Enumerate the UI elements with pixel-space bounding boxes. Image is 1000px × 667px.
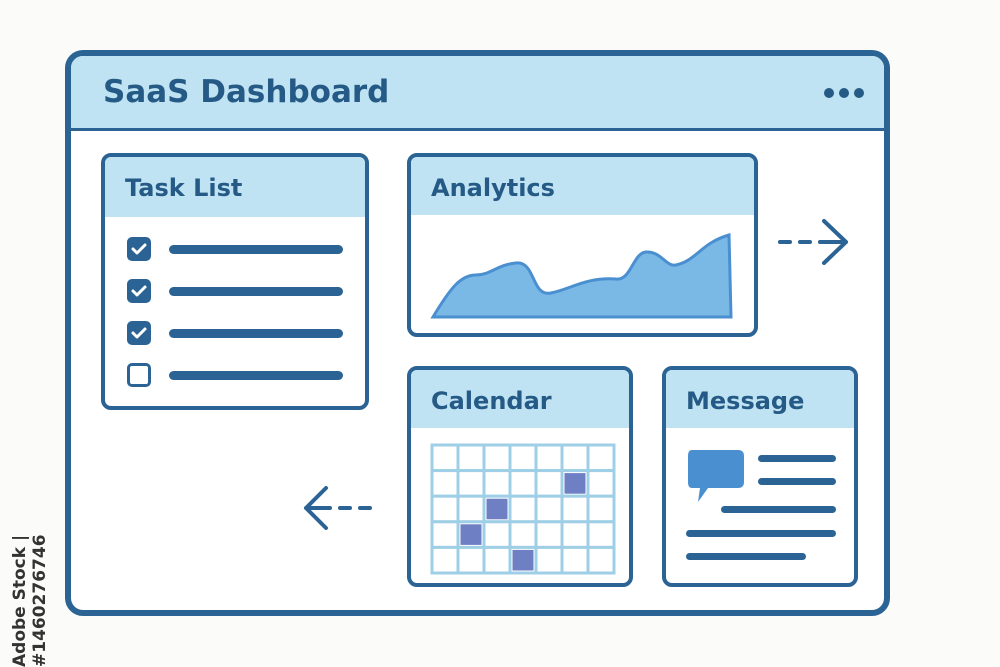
calendar-cell[interactable] <box>534 520 564 549</box>
calendar-title: Calendar <box>411 370 629 428</box>
arrow-left-icon <box>304 486 372 530</box>
message-line <box>758 455 836 462</box>
calendar-cell[interactable] <box>482 469 512 498</box>
calendar-cell[interactable] <box>430 443 460 473</box>
window-title: SaaS Dashboard <box>103 74 390 110</box>
calendar-cell[interactable] <box>534 545 564 575</box>
task-item <box>127 237 343 261</box>
calendar-cell[interactable] <box>482 520 512 549</box>
task-item <box>127 321 343 345</box>
calendar-cell[interactable] <box>430 545 460 575</box>
calendar-cell[interactable] <box>508 469 538 498</box>
calendar-event[interactable] <box>486 498 508 520</box>
calendar-cell[interactable] <box>456 545 486 575</box>
window-header: SaaS Dashboard <box>71 56 884 131</box>
message-card: Message <box>662 366 858 587</box>
calendar-cell[interactable] <box>560 545 590 575</box>
calendar-cell[interactable] <box>534 469 564 498</box>
checked-checkbox-icon[interactable] <box>127 237 151 261</box>
analytics-area-chart <box>430 233 733 319</box>
calendar-cell[interactable] <box>534 443 564 473</box>
calendar-cell[interactable] <box>560 443 590 473</box>
calendar-cell[interactable] <box>508 520 538 549</box>
calendar-cell[interactable] <box>560 520 590 549</box>
message-line <box>721 506 836 513</box>
calendar-cell[interactable] <box>430 494 460 524</box>
calendar-cell[interactable] <box>456 469 486 498</box>
task-line <box>169 286 343 296</box>
calendar-event[interactable] <box>564 473 586 494</box>
task-item <box>127 363 343 387</box>
calendar-cell[interactable] <box>430 469 460 498</box>
calendar-grid <box>430 443 616 575</box>
analytics-card: Analytics <box>407 153 758 337</box>
calendar-cell[interactable] <box>482 545 512 575</box>
calendar-cell[interactable] <box>534 494 564 524</box>
calendar-cell[interactable] <box>456 443 486 473</box>
calendar-cell[interactable] <box>586 443 616 473</box>
calendar-cell[interactable] <box>586 494 616 524</box>
task-list-title: Task List <box>105 157 365 217</box>
task-item <box>127 279 343 303</box>
message-title: Message <box>666 370 854 428</box>
chart-area <box>430 233 733 319</box>
message-line <box>758 478 836 485</box>
chat-bubble-icon <box>688 450 744 502</box>
calendar-cell[interactable] <box>586 545 616 575</box>
calendar-cell[interactable] <box>456 494 486 524</box>
calendar-card: Calendar <box>407 366 633 587</box>
unchecked-checkbox-icon[interactable] <box>127 363 151 387</box>
message-line <box>686 553 806 560</box>
analytics-title: Analytics <box>411 157 754 215</box>
task-line <box>169 328 343 338</box>
task-line <box>169 244 343 254</box>
calendar-cell[interactable] <box>586 469 616 498</box>
arrow-right-icon <box>778 219 848 265</box>
watermark: Adobe Stock | #1460276746 <box>10 534 50 667</box>
task-list-card: Task List <box>101 153 369 410</box>
checked-checkbox-icon[interactable] <box>127 279 151 303</box>
calendar-event[interactable] <box>460 524 482 545</box>
calendar-event[interactable] <box>512 549 534 571</box>
more-dots-icon[interactable] <box>824 88 864 98</box>
task-line <box>169 370 343 380</box>
calendar-cell[interactable] <box>430 520 460 549</box>
calendar-cell[interactable] <box>586 520 616 549</box>
message-line <box>686 530 836 537</box>
calendar-cell[interactable] <box>508 494 538 524</box>
checked-checkbox-icon[interactable] <box>127 321 151 345</box>
calendar-cell[interactable] <box>508 443 538 473</box>
calendar-cell[interactable] <box>560 494 590 524</box>
calendar-cell[interactable] <box>482 443 512 473</box>
